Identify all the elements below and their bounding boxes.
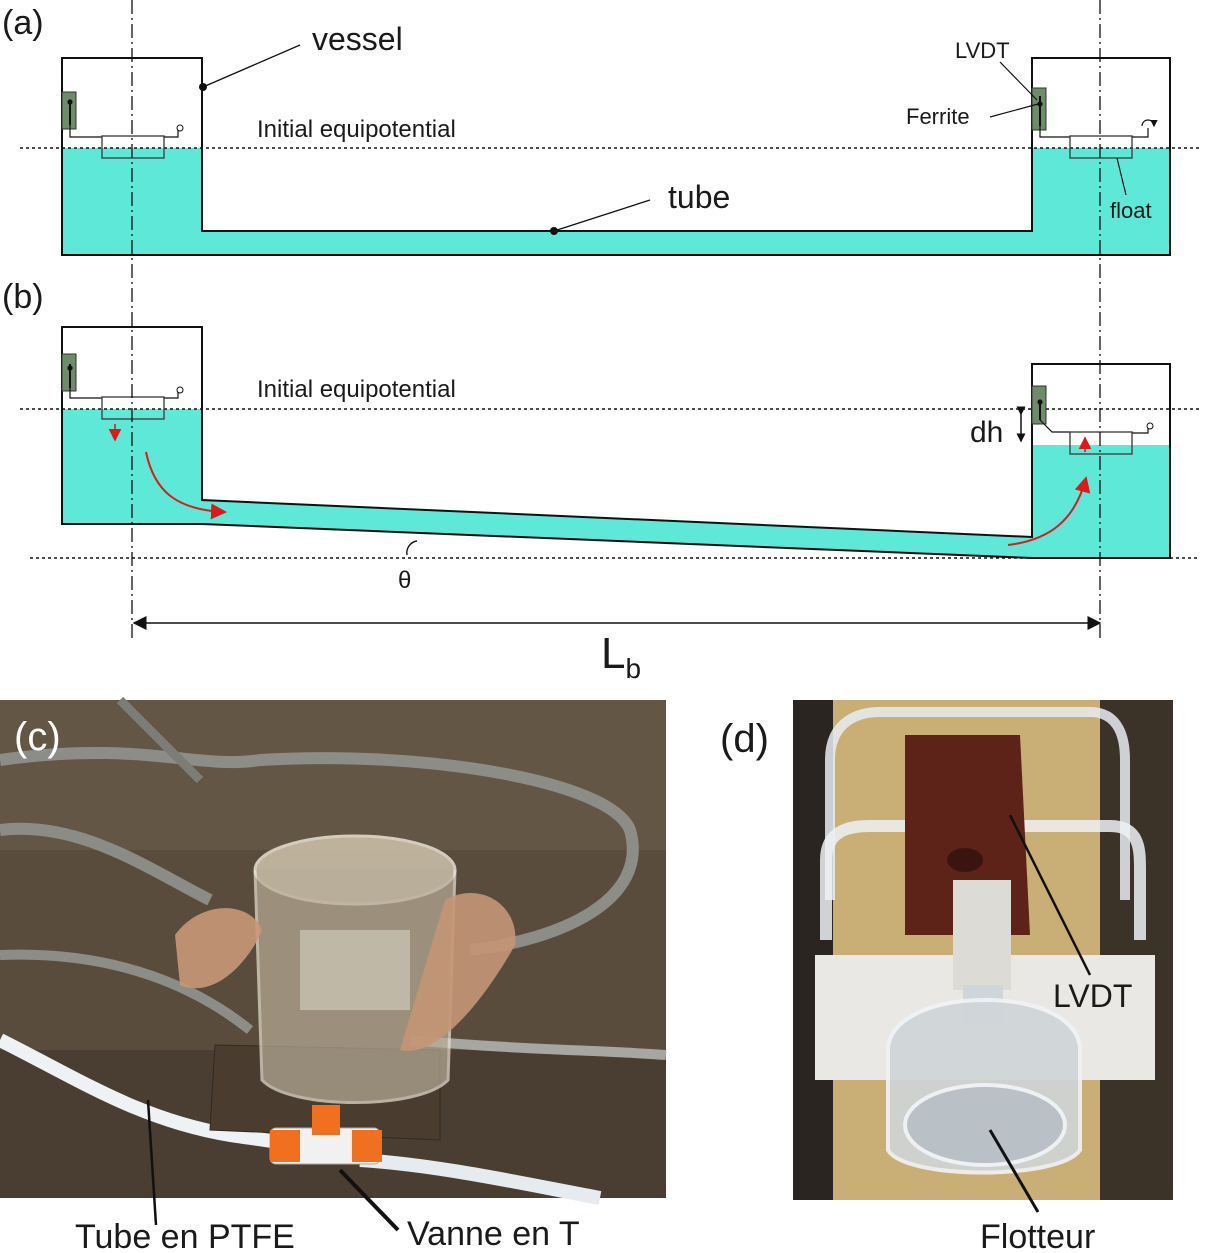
vessel-label: vessel [312,21,403,57]
float-photo-label: Flotteur [980,1218,1095,1253]
water-region-a [62,148,1170,255]
tube-label: tube [668,179,730,215]
length-label: Lb [601,629,641,684]
dh-label: dh [970,416,1003,449]
panel-a-label: (a) [2,4,44,42]
valve-label: Vanne en T [407,1215,580,1253]
photo-d: (d) [720,700,1173,1213]
lvdt-label-a: LVDT [955,38,1010,63]
panel-b-schematic: (b) Initial equipotential dh θ [2,278,1200,684]
ferrite-label: Ferrite [906,104,970,129]
float-right-b [1069,431,1133,455]
water-region-b [62,409,1170,558]
float-label: float [1110,198,1152,223]
float-left-a [101,135,165,159]
theta-label: θ [398,567,411,594]
equipotential-label-b: Initial equipotential [257,376,456,403]
tube-ptfe-label: Tube en PTFE [75,1218,295,1253]
float-right-a [1069,135,1133,159]
lvdt-photo-label: LVDT [1053,978,1132,1014]
panel-d-label: (d) [720,717,769,761]
float-left-b [101,396,165,420]
panel-a-schematic: (a) Initial equipotential vessel tube LV… [2,4,1200,256]
flow-arrow-right [1007,476,1091,546]
vessels-outline-b [61,326,1171,559]
panel-b-label: (b) [2,278,44,316]
flow-arrow-left [145,451,227,520]
left-vessel-a [61,57,1171,256]
photo-c: (c) [0,696,667,1232]
panel-c-label: (c) [14,715,61,759]
equipotential-label-a: Initial equipotential [257,116,456,143]
